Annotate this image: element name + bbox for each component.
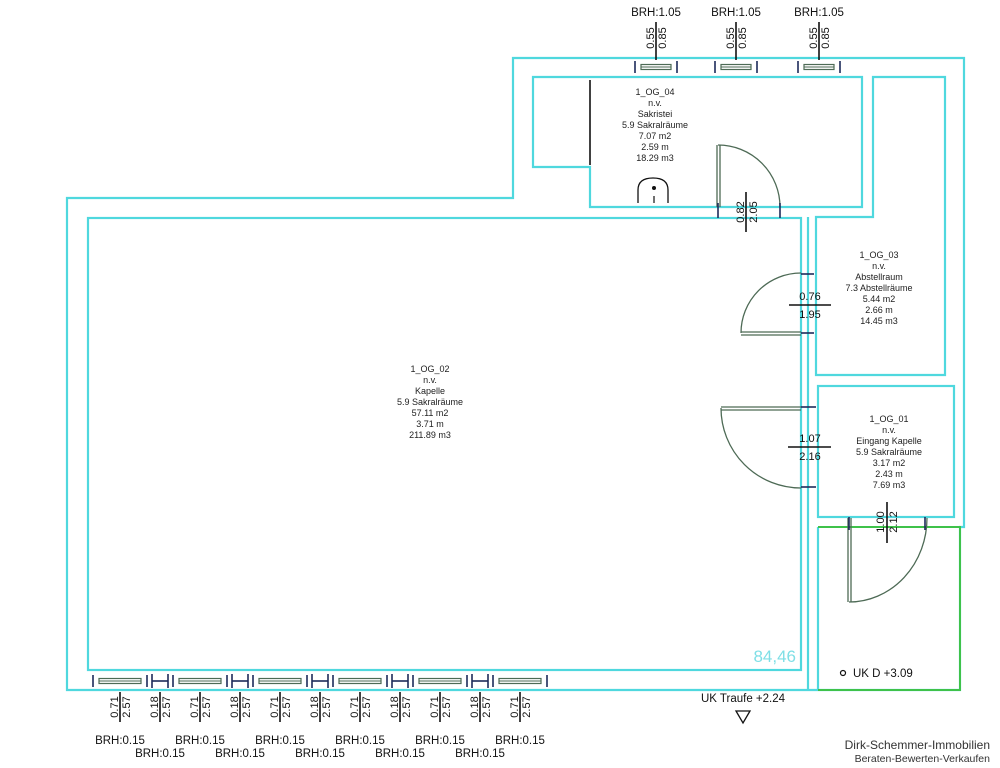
opening-width: 0.18 [149,696,161,717]
door-height: 1.95 [799,309,820,321]
opening-height: 2.57 [481,696,493,717]
door-abstellraum[interactable]: 0.76 1.95 [740,272,831,336]
door-width: 1.00 [875,511,887,532]
door-height: 2.12 [888,511,900,532]
opening-width: 0.71 [189,696,201,717]
opening-height: 2.57 [161,696,173,717]
opening-width: 0.71 [109,696,121,717]
opening-width: 0.71 [429,696,441,717]
window-height: 0.85 [657,27,669,48]
door-sakristei[interactable]: 0.82 2.05 [716,144,781,232]
opening-height: 2.57 [241,696,253,717]
door-height: 2.16 [799,451,820,463]
opening-width: 0.18 [309,696,321,717]
opening-brh: BRH:0.15 [175,735,225,747]
sink-icon [637,177,669,203]
door-width: 1.07 [799,433,820,445]
level-triangle-icon [734,710,752,725]
door-width: 0.82 [735,201,747,222]
uk-traufe-label: UK Traufe +2.24 [701,693,786,705]
opening-height: 2.57 [281,696,293,717]
door-width: 0.76 [799,291,820,303]
outer-wall [65,56,966,692]
window-height: 0.85 [737,27,749,48]
opening-brh: BRH:0.15 [415,735,465,747]
opening-height: 2.57 [121,696,133,717]
opening-height: 2.57 [441,696,453,717]
opening-height: 2.57 [321,696,333,717]
brand-tagline: Beraten-Bewerten-Verkaufen [855,753,991,765]
opening-brh: BRH:0.15 [455,748,505,760]
window-brh: BRH:1.05 [711,7,761,19]
wall-abstellraum [814,75,947,377]
opening-height: 2.57 [361,696,373,717]
door-entrance[interactable]: 1.00 2.12 [847,502,928,603]
window-width: 0.55 [645,27,657,48]
opening-width: 0.18 [229,696,241,717]
opening-brh: BRH:0.15 [335,735,385,747]
door-height: 2.05 [748,201,760,222]
opening-brh: BRH:0.15 [95,735,145,747]
wall-sakristei [531,75,864,209]
wall-eingang [816,384,956,519]
opening-width: 0.71 [509,696,521,717]
window-brh: BRH:1.05 [794,7,844,19]
opening-width: 0.18 [469,696,481,717]
wall-kapelle [86,216,803,672]
opening-brh: BRH:0.15 [215,748,265,760]
opening-width: 0.71 [269,696,281,717]
uk-d-label: UK D +3.09 [853,668,913,680]
door-kapelle[interactable]: 1.07 2.16 [720,406,831,489]
window-brh: BRH:1.05 [631,7,681,19]
opening-height: 2.57 [521,696,533,717]
window-height: 0.85 [820,27,832,48]
opening-brh: BRH:0.15 [295,748,345,760]
level-marker-icon [839,669,847,677]
opening-brh: BRH:0.15 [495,735,545,747]
brand-name: Dirk-Schemmer-Immobilien [845,738,990,752]
opening-brh: BRH:0.15 [375,748,425,760]
opening-height: 2.57 [401,696,413,717]
opening-brh: BRH:0.15 [135,748,185,760]
wall-bottom-room [818,526,961,691]
opening-width: 0.71 [349,696,361,717]
window-width: 0.55 [808,27,820,48]
opening-brh: BRH:0.15 [255,735,305,747]
total-area-label: 84,46 [753,647,796,666]
opening-height: 2.57 [201,696,213,717]
opening-width: 0.18 [389,696,401,717]
window-width: 0.55 [725,27,737,48]
